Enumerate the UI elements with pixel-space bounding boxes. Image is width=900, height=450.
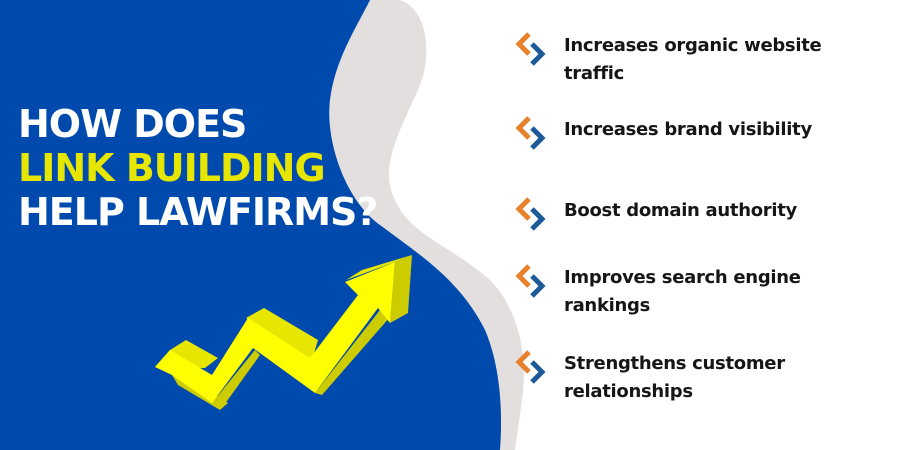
benefit-label: Improves search engine rankings bbox=[564, 267, 801, 316]
benefit-label: Strengthens customer relationships bbox=[564, 353, 785, 402]
benefit-item: Strengthens customer relationships bbox=[512, 350, 864, 406]
rising-zigzag-arrow-icon bbox=[155, 255, 412, 410]
benefit-item: Increases brand visibility bbox=[512, 116, 864, 152]
orange-blue-chevron-icon bbox=[515, 32, 546, 66]
headline: HOW DOES LINK BUILDING HELP LAWFIRMS? bbox=[18, 102, 378, 234]
benefit-label: Increases organic website traffic bbox=[564, 35, 822, 84]
headline-line-1: HOW DOES bbox=[18, 102, 247, 146]
orange-blue-chevron-icon bbox=[515, 197, 546, 231]
benefit-item: Increases organic website traffic bbox=[512, 32, 864, 88]
headline-line-2: LINK BUILDING bbox=[18, 146, 326, 190]
benefit-label: Boost domain authority bbox=[564, 200, 797, 221]
orange-blue-chevron-icon bbox=[515, 116, 546, 150]
benefit-label: Increases brand visibility bbox=[564, 119, 812, 140]
benefit-item: Boost domain authority bbox=[512, 197, 864, 233]
headline-line-3: HELP LAWFIRMS? bbox=[18, 190, 378, 234]
orange-blue-chevron-icon bbox=[515, 264, 546, 298]
orange-blue-chevron-icon bbox=[515, 350, 546, 384]
blue-panel-shape bbox=[0, 0, 502, 450]
benefit-item: Improves search engine rankings bbox=[512, 264, 864, 320]
